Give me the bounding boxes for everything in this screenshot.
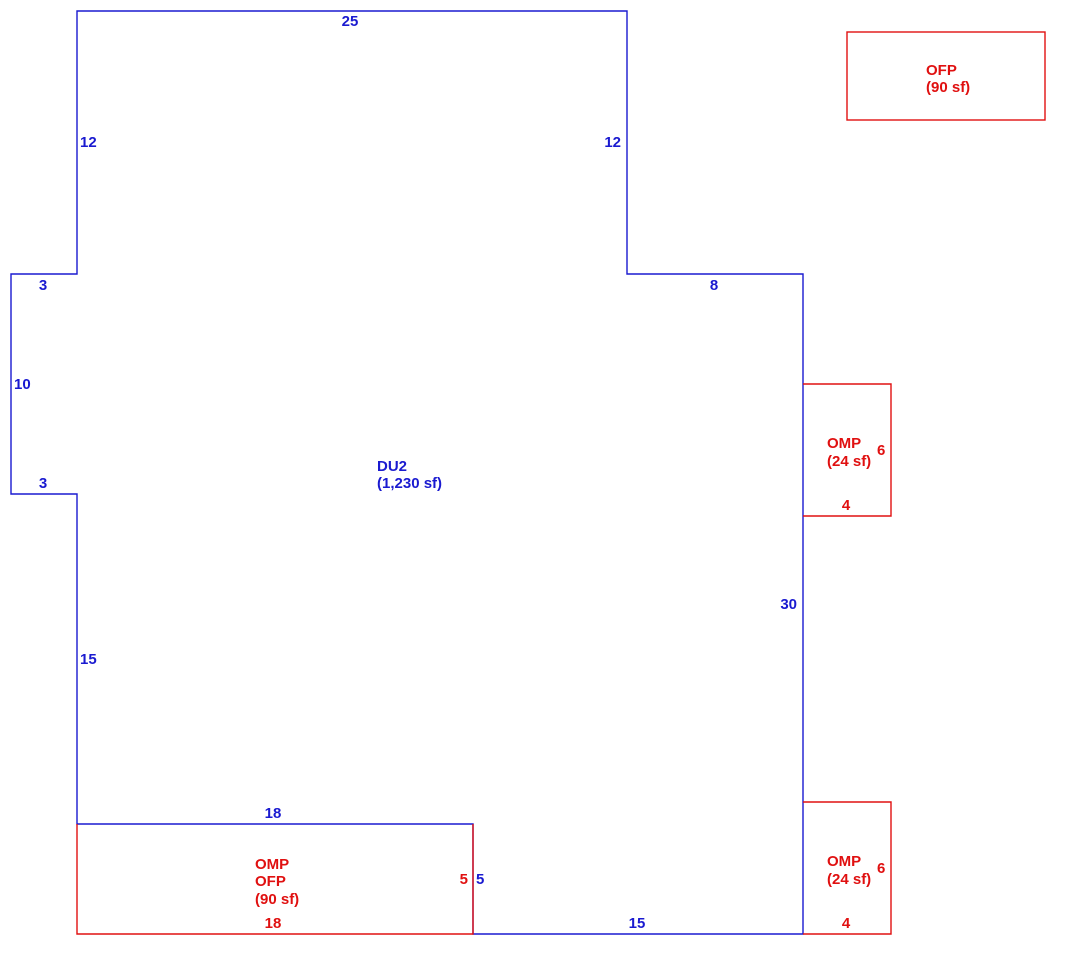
ofp-detached-code: OFP (926, 62, 957, 79)
omp-ofp-front-outline (76, 824, 474, 935)
dim-left-step-bottom: 3 (39, 475, 47, 492)
omp-upper-outline (803, 383, 892, 517)
omp-lower-outline (803, 801, 892, 935)
ofp-detached-area: (90 sf) (926, 79, 970, 96)
omp-lower-code: OMP (827, 853, 861, 870)
omp-upper-side: 6 (877, 442, 885, 459)
dim-upper-left-wall: 12 (80, 134, 97, 151)
omp-lower-area: (24 sf) (827, 871, 871, 888)
front-omp-code: OMP (255, 856, 289, 873)
omp-upper-width: 4 (842, 497, 851, 514)
ofp-detached-outline (846, 31, 1046, 121)
front-bottom-dim: 18 (265, 915, 282, 932)
dim-bottom: 15 (629, 915, 646, 932)
dim-upper-right-wall: 12 (604, 134, 621, 151)
omp-lower-width: 4 (842, 915, 851, 932)
dim-porch-top: 18 (265, 805, 282, 822)
omp-upper-code: OMP (827, 435, 861, 452)
dwelling-area-label: (1,230 sf) (377, 475, 442, 492)
dim-left-step-top: 3 (39, 277, 47, 294)
dim-lower-left-wall: 15 (80, 651, 97, 668)
dim-left-bump: 10 (14, 376, 31, 393)
front-side-dim: 5 (460, 871, 468, 888)
omp-upper-area: (24 sf) (827, 453, 871, 470)
front-ofp-code: OFP (255, 873, 286, 890)
dim-right-wall: 30 (780, 596, 797, 613)
dim-porch-right: 5 (476, 871, 484, 888)
omp-lower-side: 6 (877, 860, 885, 877)
dim-top: 25 (342, 13, 359, 30)
dwelling-code-label: DU2 (377, 458, 407, 475)
front-area: (90 sf) (255, 891, 299, 908)
dim-right-step: 8 (710, 277, 718, 294)
